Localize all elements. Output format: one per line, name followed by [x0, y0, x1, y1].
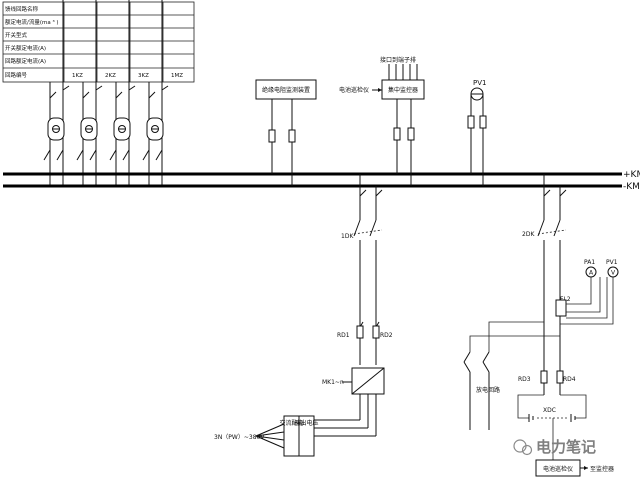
fuse-icon — [372, 325, 380, 339]
battery-string-label: XDC — [543, 407, 556, 414]
table-row-circuit-current: 回路额定电流(A) — [5, 57, 46, 65]
watermark-text: 电力笔记 — [536, 438, 596, 456]
fuse-icon — [479, 115, 487, 129]
feeder-branch-1 — [43, 0, 70, 186]
fuse-rd2-label: RD2 — [380, 332, 393, 339]
rectifier-icon — [351, 367, 385, 395]
fuse-icon — [556, 370, 564, 384]
negative-bus-label: -KM — [623, 182, 640, 192]
switch-2dk-label: 2DK — [522, 231, 535, 238]
discharge-label: 放电回路 — [476, 386, 500, 394]
feeder-branch-4 — [142, 0, 169, 186]
battery-monitor-label: 电池巡检仪 — [339, 86, 369, 94]
positive-bus-label: +KM — [623, 170, 640, 180]
rectifier-branch: 1DK RD1 RD2 MK1~n 交流配电 输出电压 3N（PW）~380V — [214, 174, 393, 457]
fuse-icon — [268, 129, 276, 143]
watermark: 电力笔记 — [513, 438, 596, 456]
battery-inspector-label: 电池巡检仪 — [543, 465, 573, 473]
monitor-unit-label: 集中监控器 — [388, 86, 418, 94]
ac-input-label: 3N（PW）~380V — [214, 434, 265, 441]
table-row-switch-type: 开关型式 — [5, 31, 28, 39]
voltmeter-symbol: V — [611, 270, 616, 277]
circuit-number-1: 1KZ — [72, 73, 83, 79]
table-row-number: 回路编号 — [5, 71, 28, 79]
output-voltage-box — [298, 415, 315, 457]
pv1-top-label: PV1 — [473, 79, 486, 87]
to-monitor-label: 至监控器 — [590, 465, 614, 473]
feeder-branch-2 — [76, 0, 103, 186]
switch-blade-icon — [553, 219, 561, 237]
insulation-monitor-label: 绝缘电阻监测装置 — [262, 86, 310, 94]
monitor-unit-module: 电池巡检仪 接口到端子排 集中监控器 — [339, 56, 425, 186]
switch-blade-icon — [369, 219, 377, 237]
top-pins-label: 接口到端子排 — [380, 56, 416, 64]
table-row-switch-current: 开关额定电流(A) — [5, 44, 46, 52]
fuse-icon — [288, 129, 296, 143]
battery-branch: 2DK FL2 PA1 PV1 A V 放电回路 RD3 RD4 — [463, 174, 619, 477]
table-row-name: 馈线回路名称 — [5, 5, 39, 13]
switch-blade-icon — [353, 219, 361, 237]
ammeter-symbol: A — [589, 270, 594, 277]
pa1-label: PA1 — [584, 259, 595, 266]
feeder-table: 馈线回路名称 额定电流/流量(ma ³ ) 开关型式 开关额定电流(A) 回路额… — [2, 1, 195, 83]
circuit-number-4: 1MZ — [171, 73, 183, 79]
table-row-rated: 额定电流/流量(ma ³ ) — [5, 18, 59, 26]
fuse-rd1-label: RD1 — [337, 332, 350, 339]
dc-bus: +KM -KM — [3, 170, 640, 192]
shunt-icon — [555, 299, 567, 317]
switch-1dk-label: 1DK — [341, 233, 354, 240]
fuse-rd3-label: RD3 — [518, 376, 531, 383]
arrow-right-icon — [378, 88, 382, 92]
fuse-icon — [467, 115, 475, 129]
fuse-icon — [407, 127, 415, 141]
feeder-branches — [43, 0, 169, 186]
arrow-right-icon — [584, 466, 588, 470]
feeder-branch-3 — [109, 0, 136, 186]
table-frame — [2, 1, 195, 83]
pv1-right-label: PV1 — [606, 259, 618, 266]
insulation-monitor-module: 绝缘电阻监测装置 — [255, 79, 317, 186]
switch-blade-icon — [537, 219, 545, 237]
bus-voltmeter: PV1 — [467, 79, 487, 186]
circuit-number-2: 2KZ — [105, 73, 116, 79]
circuit-number-3: 3KZ — [138, 73, 149, 79]
module-label: MK1~n — [322, 379, 344, 386]
fuse-icon — [356, 325, 364, 339]
output-label-1: 输出电压 — [294, 419, 318, 427]
fuse-icon — [393, 127, 401, 141]
fuse-rd4-label: RD4 — [563, 376, 576, 383]
ac-dist-label-1: 交流配电 — [279, 419, 303, 427]
fuse-icon — [540, 370, 548, 384]
